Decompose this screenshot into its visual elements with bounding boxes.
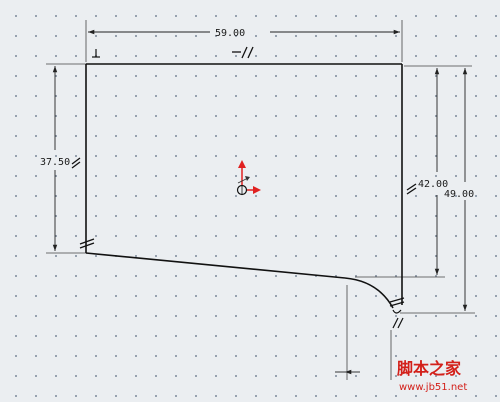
origin-axis-icon (236, 160, 261, 196)
fillet-arc (344, 277, 394, 309)
dim-right-outer-height[interactable]: 49.00 (444, 189, 474, 200)
sketch-profile[interactable] (85, 63, 403, 309)
vertical-constraint-icon-right[interactable] (406, 183, 417, 195)
tangent-constraint-icon-right[interactable] (389, 297, 405, 329)
watermark-url: www.jb51.net (399, 382, 467, 393)
horizontal-constraint-icon[interactable] (232, 46, 254, 59)
tangent-constraint-icon-left[interactable] (79, 238, 95, 249)
perpendicular-constraint-icon[interactable] (92, 49, 100, 58)
dim-right-inner-height[interactable]: 42.00 (418, 179, 448, 190)
dim-left-height[interactable]: 37.50 (40, 157, 70, 168)
slanted-edge (85, 252, 346, 279)
vertical-constraint-icon-left[interactable] (71, 157, 81, 169)
dimension-lines (52, 29, 468, 375)
extension-lines (46, 20, 475, 380)
site-watermark: 脚本之家 www.jb51.net (397, 359, 467, 393)
watermark-text: 脚本之家 (397, 359, 462, 378)
dim-top-width[interactable]: 59.00 (215, 28, 245, 39)
